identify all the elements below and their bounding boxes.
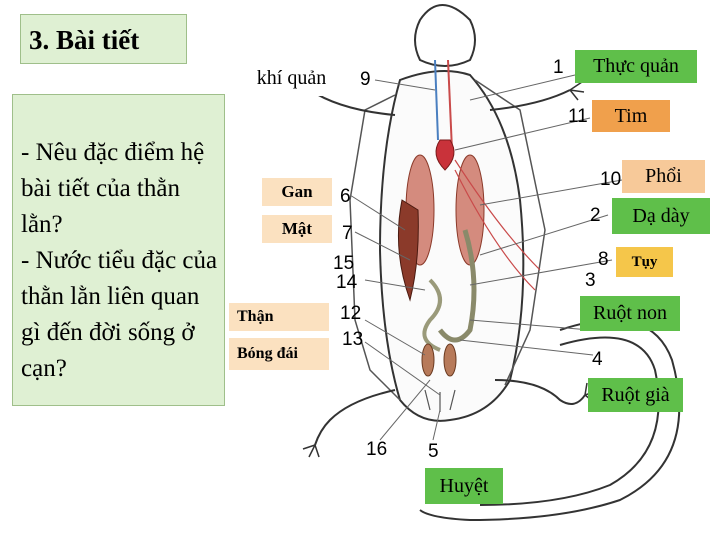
label-pancreas: Tụy xyxy=(616,247,673,277)
number-4: 4 xyxy=(592,349,603,370)
number-13: 13 xyxy=(342,329,364,350)
number-12: 12 xyxy=(340,303,362,324)
number-14: 14 xyxy=(336,272,358,293)
label-trachea: khí quản xyxy=(229,60,354,96)
label-esophagus: Thực quản xyxy=(575,50,697,83)
number-9: 9 xyxy=(360,69,371,90)
number-1: 1 xyxy=(553,57,564,78)
number-5: 5 xyxy=(428,441,439,462)
label-cloaca: Huyệt xyxy=(425,468,503,504)
number-11: 11 xyxy=(568,106,588,127)
label-small-intestine: Ruột non xyxy=(580,296,680,331)
label-liver: Gan xyxy=(262,178,332,206)
label-stomach: Dạ dày xyxy=(612,198,710,234)
number-6: 6 xyxy=(340,186,351,207)
label-bladder: Bóng đái xyxy=(229,338,329,370)
label-gallbladder: Mật xyxy=(262,215,332,243)
label-heart: Tim xyxy=(592,100,670,132)
section-title: 3. Bài tiết xyxy=(20,14,187,64)
number-3: 3 xyxy=(585,270,596,291)
number-15: 15 xyxy=(333,253,355,274)
label-large-intestine: Ruột già xyxy=(588,378,683,412)
number-8: 8 xyxy=(598,249,609,270)
number-7: 7 xyxy=(342,223,353,244)
number-10: 10 xyxy=(600,169,622,190)
label-lungs: Phổi xyxy=(622,160,705,193)
question-text: - Nêu đặc điểm hệ bài tiết của thằn lằn?… xyxy=(12,94,225,406)
number-2: 2 xyxy=(590,205,601,226)
label-kidney: Thận xyxy=(229,303,329,331)
number-16: 16 xyxy=(366,439,388,460)
